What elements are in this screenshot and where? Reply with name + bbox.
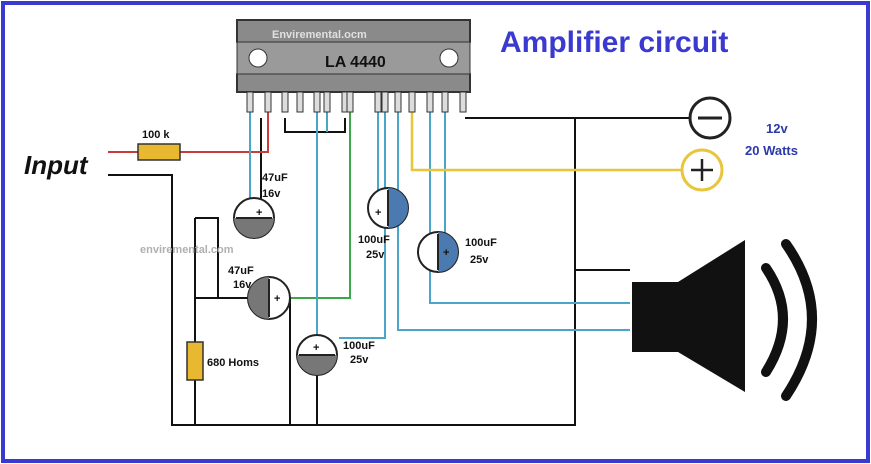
svg-text:+: +	[443, 247, 449, 259]
cap3-value: 100uF	[343, 340, 375, 352]
capacitor-c1: +	[233, 197, 275, 239]
diagram-title: Amplifier circuit	[500, 26, 728, 59]
cap5-voltage: 25v	[470, 254, 489, 266]
cap2-value: 47uF	[228, 265, 254, 277]
resistor-100k-label: 100 k	[142, 129, 170, 141]
power-voltage: 12v	[766, 121, 788, 136]
chip-label: LA 4440	[325, 54, 386, 71]
capacitor-c5: +	[417, 231, 459, 273]
speaker-icon	[632, 239, 817, 401]
teal-wires	[249, 110, 630, 339]
resistor-100k	[137, 143, 181, 161]
watermark-text: enviremental.com	[140, 244, 234, 256]
cap1-value: 47uF	[262, 172, 288, 184]
capacitor-c3: +	[296, 334, 338, 376]
svg-text:+: +	[274, 293, 280, 305]
minus-terminal	[688, 96, 732, 140]
cap4-value: 100uF	[358, 234, 390, 246]
black-wires	[108, 117, 690, 426]
cap1-voltage: 16v	[262, 188, 281, 200]
cap5-value: 100uF	[465, 237, 497, 249]
cap3-voltage: 25v	[350, 354, 369, 366]
svg-text:+: +	[256, 207, 262, 219]
cap2-voltage: 16v	[233, 279, 252, 291]
power-watts: 20 Watts	[745, 143, 798, 158]
ic-pins	[246, 91, 467, 113]
ic-chip: Enviremental.ocm LA 4440	[236, 19, 471, 93]
green-wire	[290, 110, 351, 299]
svg-text:+: +	[375, 207, 381, 219]
input-label: Input	[24, 150, 89, 180]
capacitor-c2: +	[247, 276, 291, 320]
cap4-voltage: 25v	[366, 249, 385, 261]
red-wire	[108, 110, 269, 153]
resistor-680	[186, 341, 204, 381]
svg-text:+: +	[313, 342, 319, 354]
resistor-680-label: 680 Homs	[207, 357, 259, 369]
plus-terminal	[680, 148, 724, 192]
capacitor-c4: +	[367, 187, 409, 229]
yellow-wire	[410, 110, 682, 172]
chip-watermark: Enviremental.ocm	[272, 29, 367, 41]
